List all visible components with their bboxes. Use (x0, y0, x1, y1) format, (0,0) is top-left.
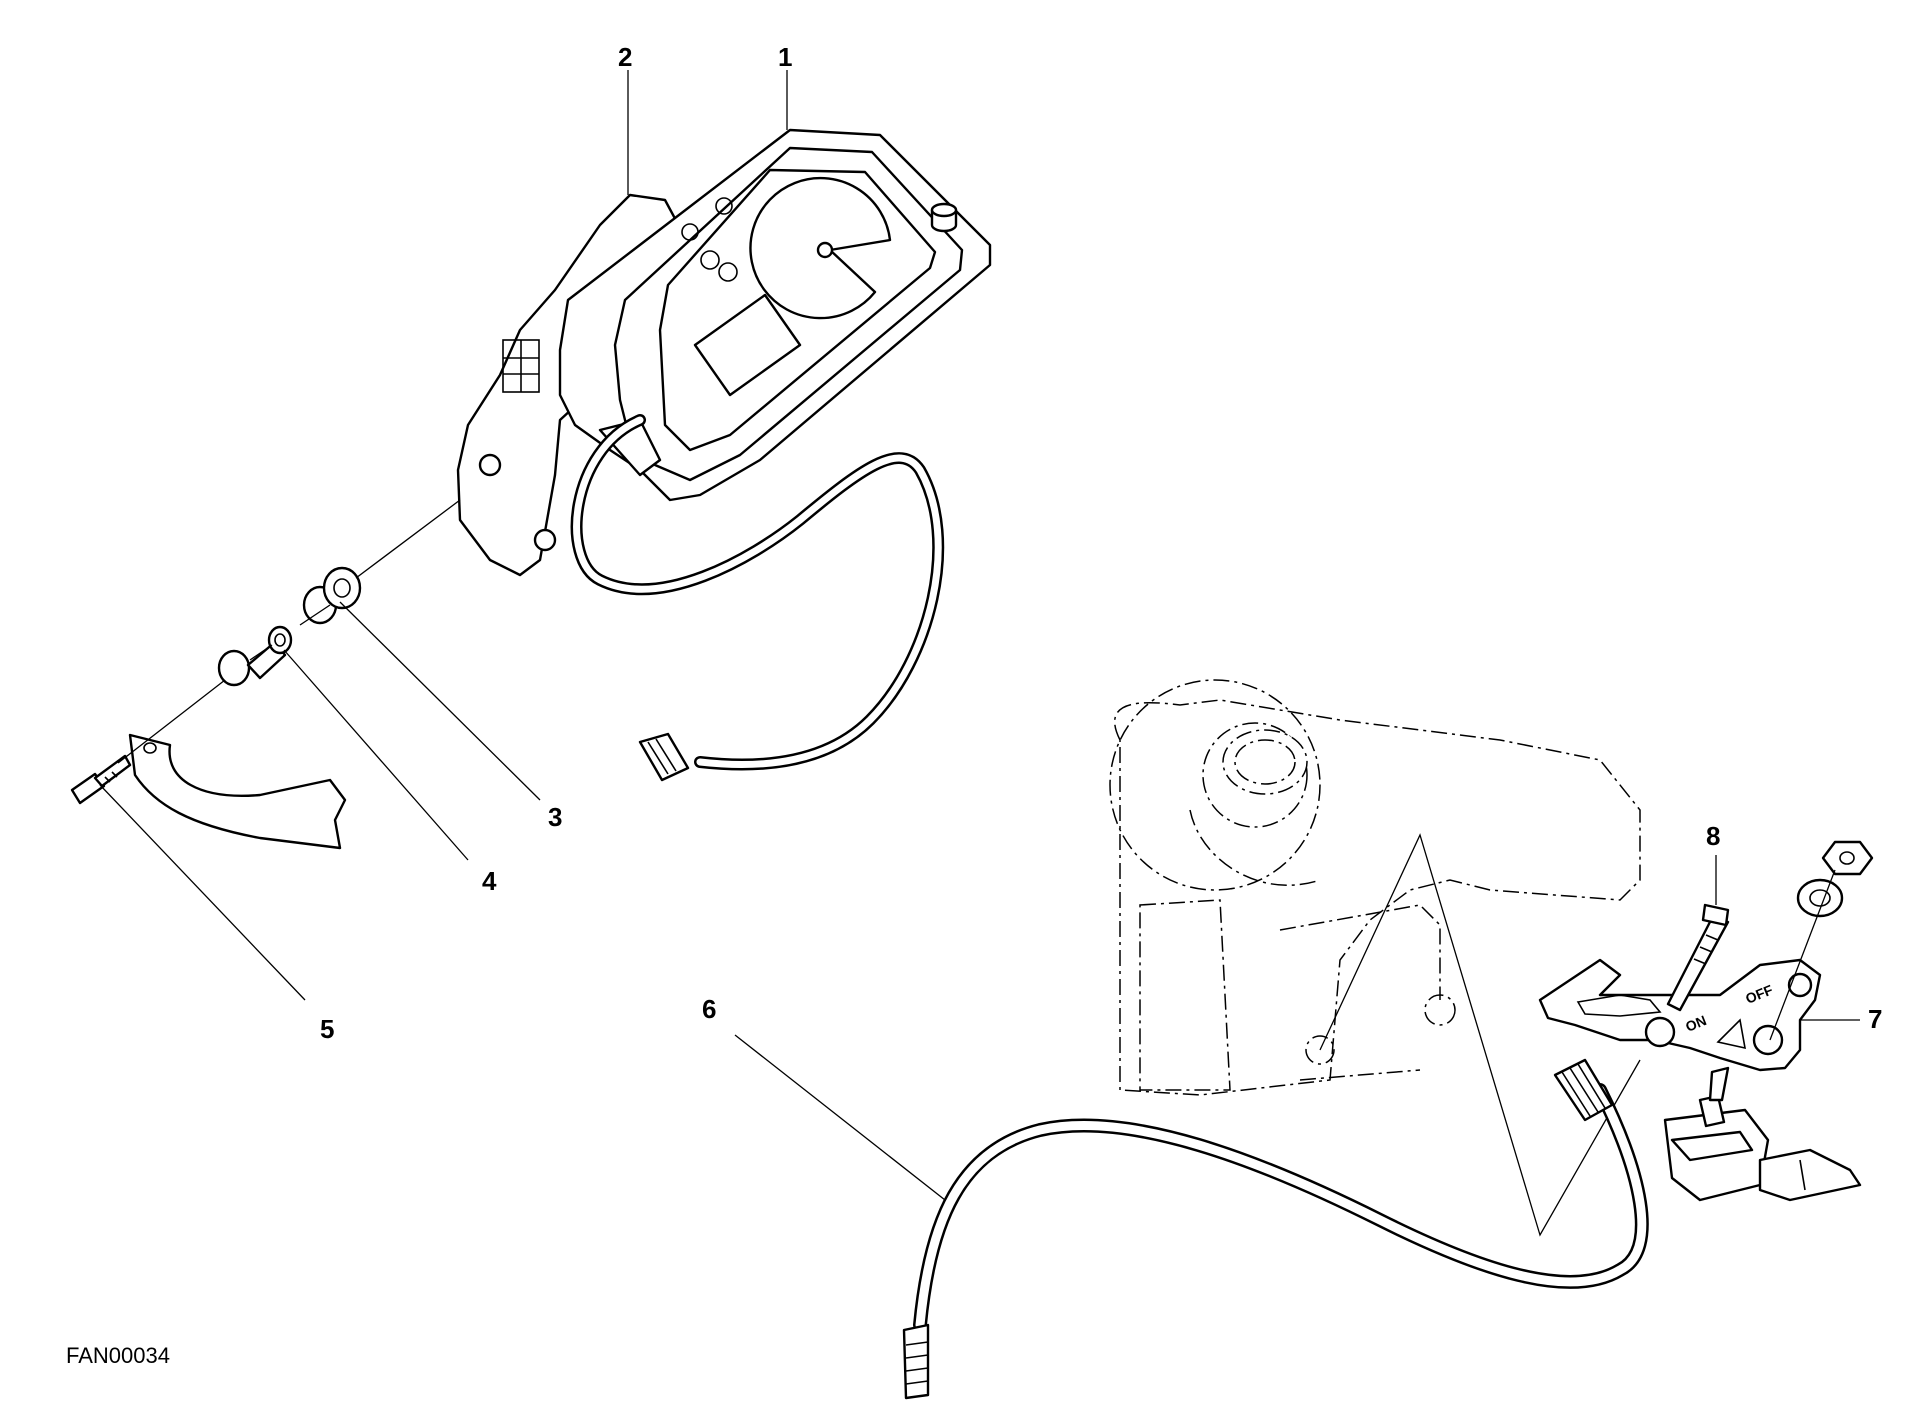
callout-3: 3 (548, 802, 562, 832)
bracket-screw (1666, 903, 1730, 1012)
indicator-lamp (700, 250, 720, 270)
callout-7: 7 (1868, 1004, 1882, 1034)
indicator-lamp (718, 262, 738, 282)
tachometer-needle-hub (816, 241, 834, 259)
bracket-hole-on (1644, 1016, 1676, 1048)
spacer-bushing (217, 625, 293, 687)
indicator-lamp (681, 223, 699, 241)
bracket-mark-on: ON (1683, 1012, 1708, 1035)
toggle-switch (1663, 1066, 1862, 1202)
callout-8: 8 (1706, 821, 1720, 851)
rubber-grommet (302, 566, 362, 625)
drawing-code: FAN00034 (66, 1343, 170, 1368)
cable-threaded-end (902, 1323, 930, 1400)
speedometer-cable (902, 1058, 1649, 1400)
explode-axis (117, 499, 461, 764)
switch-nut-washer (1769, 840, 1874, 1041)
switch-bracket: ON OFF (1538, 958, 1822, 1072)
callout-4: 4 (482, 866, 497, 896)
bracket-hole-upper (478, 453, 502, 477)
leader-lines (99, 70, 1860, 1201)
cable-connector (638, 732, 690, 782)
brand-logo-icon (502, 339, 540, 393)
instrument-cable (570, 414, 945, 782)
instrument-panel-assembly (456, 128, 992, 577)
callout-numbers: 1 2 3 4 5 6 7 8 (320, 42, 1882, 1044)
steering-head-outline (1109, 679, 1641, 1096)
mounting-screw (70, 754, 132, 805)
callout-1: 1 (778, 42, 792, 72)
indicator-lamp (715, 197, 733, 215)
bracket-hole-lower (533, 528, 557, 552)
connection-leader (1319, 833, 1641, 1237)
bracket-hole-off (1752, 1024, 1784, 1056)
frame-bracket (128, 733, 347, 850)
lcd-display (693, 293, 802, 397)
callout-2: 2 (618, 42, 632, 72)
callout-6: 6 (702, 994, 716, 1024)
callout-5: 5 (320, 1014, 334, 1044)
